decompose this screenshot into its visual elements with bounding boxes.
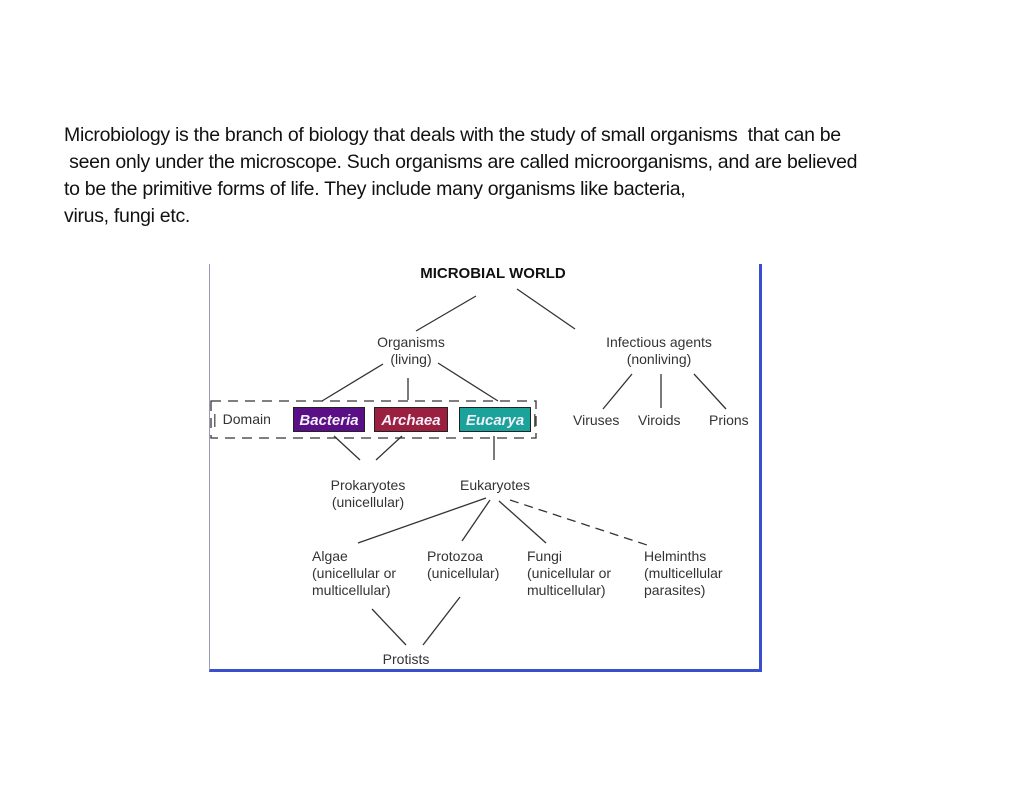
node-helminths: Helminths (multicellular parasites)	[644, 548, 723, 599]
node-eukaryotes: Eukaryotes	[459, 477, 531, 493]
domain-box-edge: |	[533, 411, 537, 427]
node-infectious-name: Infectious agents	[606, 334, 712, 350]
node-helminths-line3: parasites)	[644, 582, 706, 598]
edge-title-organisms	[415, 295, 477, 332]
node-infectious-agents: Infectious agents (nonliving)	[606, 334, 712, 368]
node-helminths-line2: (multicellular	[644, 565, 723, 581]
node-fungi: Fungi (unicellular or multicellular)	[527, 548, 611, 599]
domain-label: |Domain	[213, 411, 271, 427]
node-protozoa: Protozoa (unicellular)	[427, 548, 499, 582]
edge-protozoa-protists	[422, 596, 461, 646]
microbial-world-diagram: MICROBIAL WORLD Organisms (living) Infec…	[209, 264, 762, 672]
domain-label-text: Domain	[222, 411, 271, 427]
domain-dashed-box	[210, 400, 537, 439]
node-viruses: Viruses	[573, 412, 620, 428]
edge-eukaryotes-helminths	[509, 499, 648, 546]
node-prokaryotes: Prokaryotes (unicellular)	[331, 477, 406, 511]
node-organisms-qualifier: (living)	[390, 351, 432, 367]
node-protozoa-name: Protozoa	[427, 548, 484, 564]
node-prokaryotes-qualifier: (unicellular)	[331, 494, 405, 510]
intro-line: seen only under the microscope. Such org…	[64, 151, 858, 173]
intro-paragraph: Microbiology is the branch of biology th…	[64, 122, 984, 230]
edge-organisms-eucarya	[437, 362, 499, 402]
intro-line: virus, fungi etc.	[64, 205, 191, 227]
node-organisms: Organisms (living)	[377, 334, 445, 368]
node-protozoa-line2: (unicellular)	[427, 565, 500, 581]
edge-infectious-prions	[693, 373, 727, 410]
node-algae: Algae (unicellular or multicellular)	[312, 548, 396, 599]
edge-bacteria-prokaryotes	[333, 435, 361, 461]
node-prokaryotes-name: Prokaryotes	[330, 477, 406, 493]
node-infectious-qualifier: (nonliving)	[626, 351, 692, 367]
connector-lines	[210, 288, 727, 646]
edge-eukaryotes-protozoa	[461, 499, 491, 542]
edge-organisms-bacteria	[321, 363, 384, 402]
edge-archaea-prokaryotes	[375, 435, 403, 461]
diagram-title: MICROBIAL WORLD	[420, 265, 566, 282]
node-fungi-line3: multicellular)	[527, 582, 606, 598]
node-helminths-name: Helminths	[644, 548, 707, 564]
intro-line: Microbiology is the branch of biology th…	[64, 124, 841, 146]
node-fungi-line2: (unicellular or	[527, 565, 612, 581]
edge-title-infectious	[516, 288, 576, 330]
domain-bacteria: Bacteria	[293, 407, 365, 432]
edge-eukaryotes-fungi	[498, 500, 547, 544]
node-algae-name: Algae	[312, 548, 348, 564]
intro-line: to be the primitive forms of life. They …	[64, 178, 686, 200]
node-algae-line2: (unicellular or	[312, 565, 397, 581]
edge-infectious-viruses	[602, 373, 633, 410]
node-prions: Prions	[709, 412, 749, 428]
node-viroids: Viroids	[638, 412, 681, 428]
edge-eukaryotes-algae	[357, 497, 487, 544]
node-fungi-name: Fungi	[527, 548, 563, 564]
domain-archaea: Archaea	[374, 407, 448, 432]
node-protists: Protists	[382, 651, 430, 667]
edge-algae-protists	[371, 608, 407, 646]
domain-eucarya: Eucarya	[459, 407, 531, 432]
node-algae-line3: multicellular)	[312, 582, 391, 598]
node-organisms-name: Organisms	[377, 334, 445, 350]
